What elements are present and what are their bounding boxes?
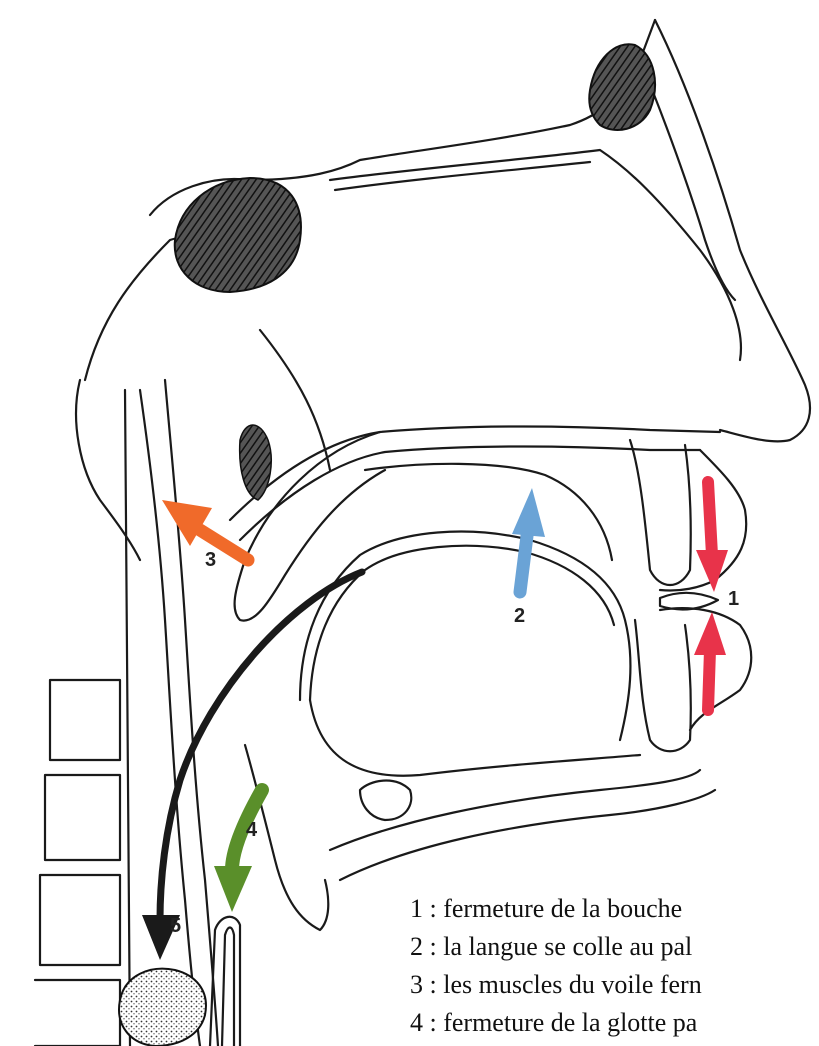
blue-arrow	[512, 488, 545, 592]
marker-3: 3	[205, 549, 216, 571]
nasal-floor	[330, 150, 741, 360]
vertebra-2	[45, 775, 120, 860]
palate-lower	[240, 446, 700, 540]
legend-item: 3 : les muscles du voile fern	[410, 966, 819, 1004]
upper-teeth	[630, 440, 691, 585]
mouth-gap	[660, 593, 718, 609]
arrows	[142, 482, 728, 960]
food-bolus	[119, 969, 206, 1046]
marker-labels: 1 2 3 4 5	[170, 549, 739, 937]
legend-item: 2 : la langue se colle au pal	[410, 928, 819, 966]
hyoid	[360, 781, 411, 820]
legend-item: 4 : fermeture de la glotte pa	[410, 1004, 819, 1042]
red-arrow-upper	[696, 482, 728, 592]
marker-5: 5	[170, 915, 181, 937]
nasal-bone-outer	[655, 20, 810, 441]
marker-2: 2	[514, 605, 525, 627]
red-arrow-lower	[694, 612, 726, 710]
legend: 1 : fermeture de la bouche 2 : la langue…	[410, 890, 819, 1042]
palate-upper	[230, 426, 720, 520]
tongue-inner	[310, 546, 614, 700]
tongue-outline	[300, 532, 630, 740]
green-arrow	[214, 790, 262, 912]
jaw-upper	[310, 700, 640, 776]
atlas	[76, 380, 140, 560]
vertebra-1	[50, 680, 120, 760]
vertebra-4	[35, 980, 120, 1046]
larynx-tube-inner	[222, 928, 234, 1046]
jaw-line-2	[340, 790, 715, 880]
legend-item: 1 : fermeture de la bouche	[410, 890, 819, 928]
upper-lip	[660, 450, 746, 591]
nasal-floor-inner	[335, 162, 590, 190]
spine-front	[125, 390, 130, 1046]
lower-teeth	[635, 620, 691, 751]
marker-1: 1	[728, 588, 739, 610]
marker-4: 4	[246, 819, 258, 841]
epiglottis	[245, 745, 328, 930]
sphenoid-sinus	[175, 178, 301, 292]
frontal-sinus	[589, 44, 655, 130]
eustachian-opening	[240, 425, 272, 500]
vertebra-3	[40, 875, 120, 965]
